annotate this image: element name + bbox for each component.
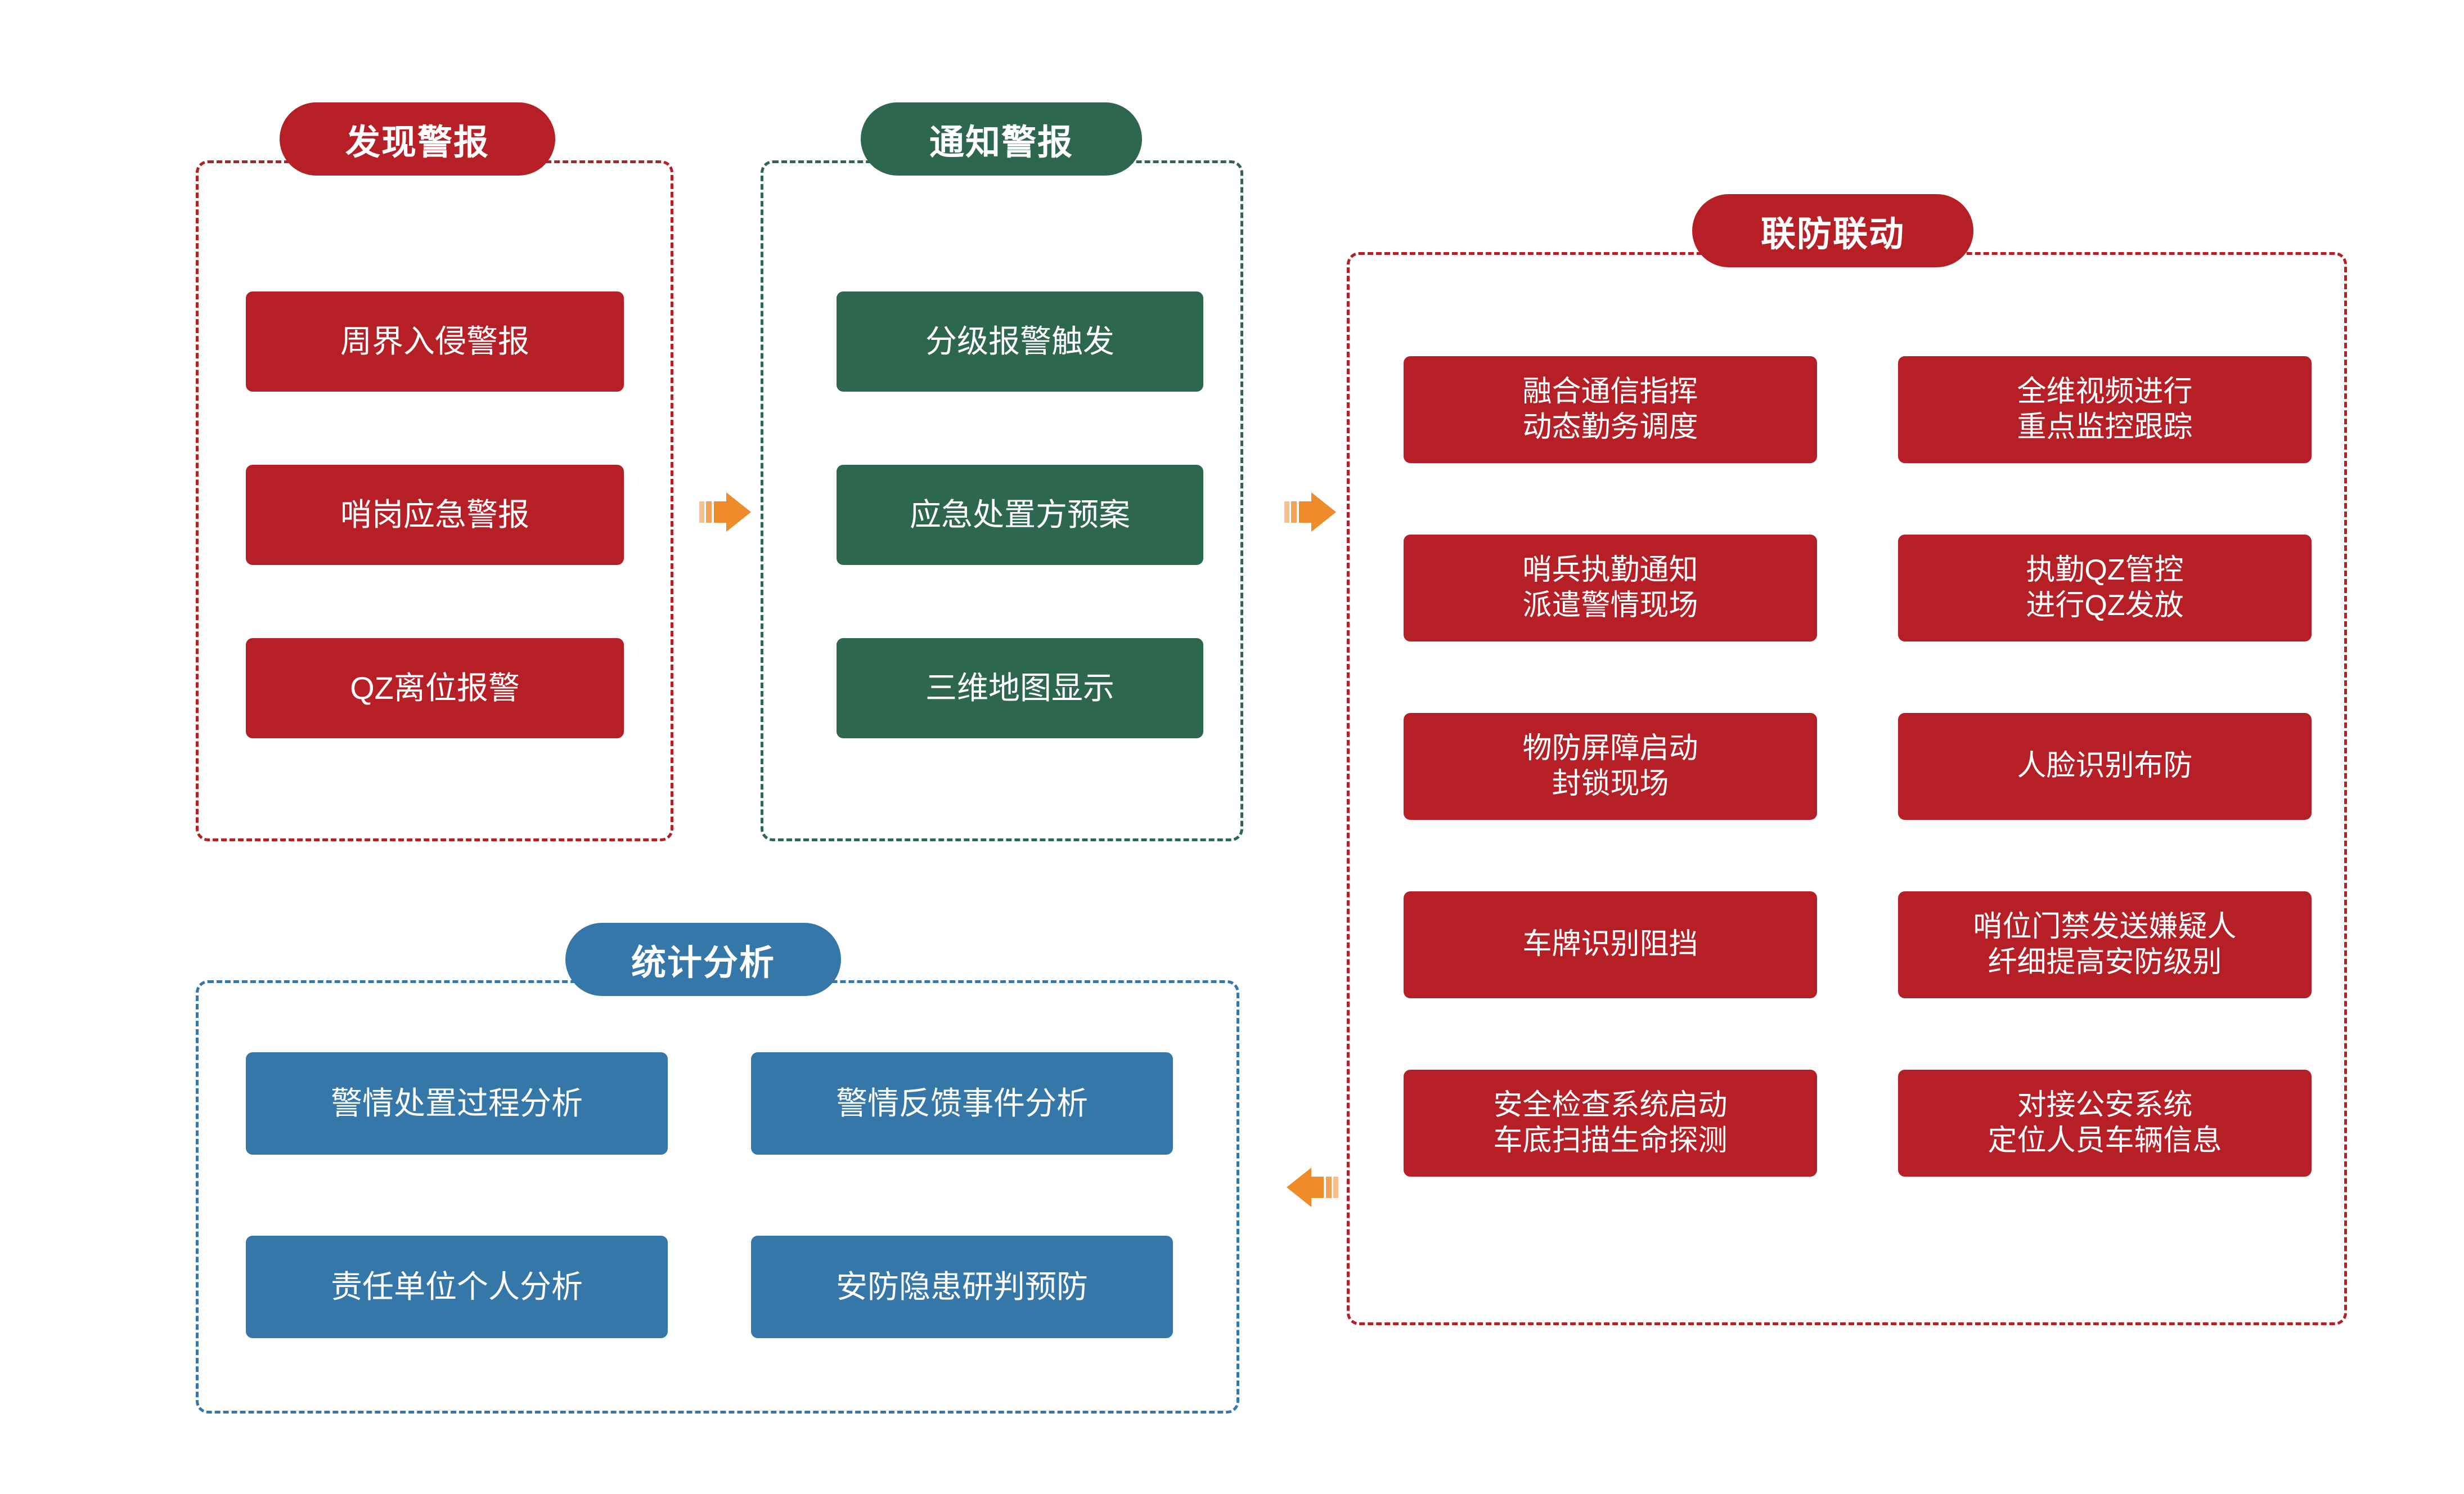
card-joint-right-1[interactable]: 执勤QZ管控 进行QZ发放 bbox=[1898, 535, 2312, 641]
card-joint-right-4[interactable]: 对接公安系统 定位人员车辆信息 bbox=[1898, 1070, 2312, 1177]
card-joint-left-0[interactable]: 融合通信指挥 动态勤务调度 bbox=[1404, 356, 1817, 463]
card-stats-0[interactable]: 警情处置过程分析 bbox=[246, 1052, 668, 1155]
card-joint-right-0[interactable]: 全维视频进行 重点监控跟踪 bbox=[1898, 356, 2312, 463]
card-stats-2[interactable]: 责任单位个人分析 bbox=[246, 1236, 668, 1338]
card-notify-2[interactable]: 三维地图显示 bbox=[837, 638, 1203, 738]
card-notify-1[interactable]: 应急处置方预案 bbox=[837, 465, 1203, 565]
card-stats-1[interactable]: 警情反馈事件分析 bbox=[751, 1052, 1173, 1155]
panel-title-statistics-analysis: 统计分析 bbox=[565, 923, 841, 996]
panel-title-joint-defense: 联防联动 bbox=[1692, 194, 1973, 267]
panel-statistics-analysis bbox=[196, 980, 1239, 1414]
card-notify-0[interactable]: 分级报警触发 bbox=[837, 291, 1203, 392]
card-detect-0[interactable]: 周界入侵警报 bbox=[246, 291, 624, 392]
card-joint-right-2[interactable]: 人脸识别布防 bbox=[1898, 713, 2312, 820]
card-detect-2[interactable]: QZ离位报警 bbox=[246, 638, 624, 738]
panel-title-notify-alarm: 通知警报 bbox=[861, 102, 1142, 176]
card-joint-left-4[interactable]: 安全检查系统启动 车底扫描生命探测 bbox=[1404, 1070, 1817, 1177]
card-stats-3[interactable]: 安防隐患研判预防 bbox=[751, 1236, 1173, 1338]
card-joint-left-3[interactable]: 车牌识别阻挡 bbox=[1404, 891, 1817, 998]
card-joint-left-2[interactable]: 物防屏障启动 封锁现场 bbox=[1404, 713, 1817, 820]
arrow-left-icon-joint-to-stats bbox=[1284, 1167, 1338, 1211]
arrow-right-icon-notify-to-joint bbox=[1284, 491, 1338, 536]
card-detect-1[interactable]: 哨岗应急警报 bbox=[246, 465, 624, 565]
arrow-right-icon-detect-to-notify bbox=[699, 491, 753, 536]
card-joint-left-1[interactable]: 哨兵执勤通知 派遣警情现场 bbox=[1404, 535, 1817, 641]
card-joint-right-3[interactable]: 哨位门禁发送嫌疑人 纤细提高安防级别 bbox=[1898, 891, 2312, 998]
panel-title-detect-alarm: 发现警报 bbox=[280, 102, 555, 176]
